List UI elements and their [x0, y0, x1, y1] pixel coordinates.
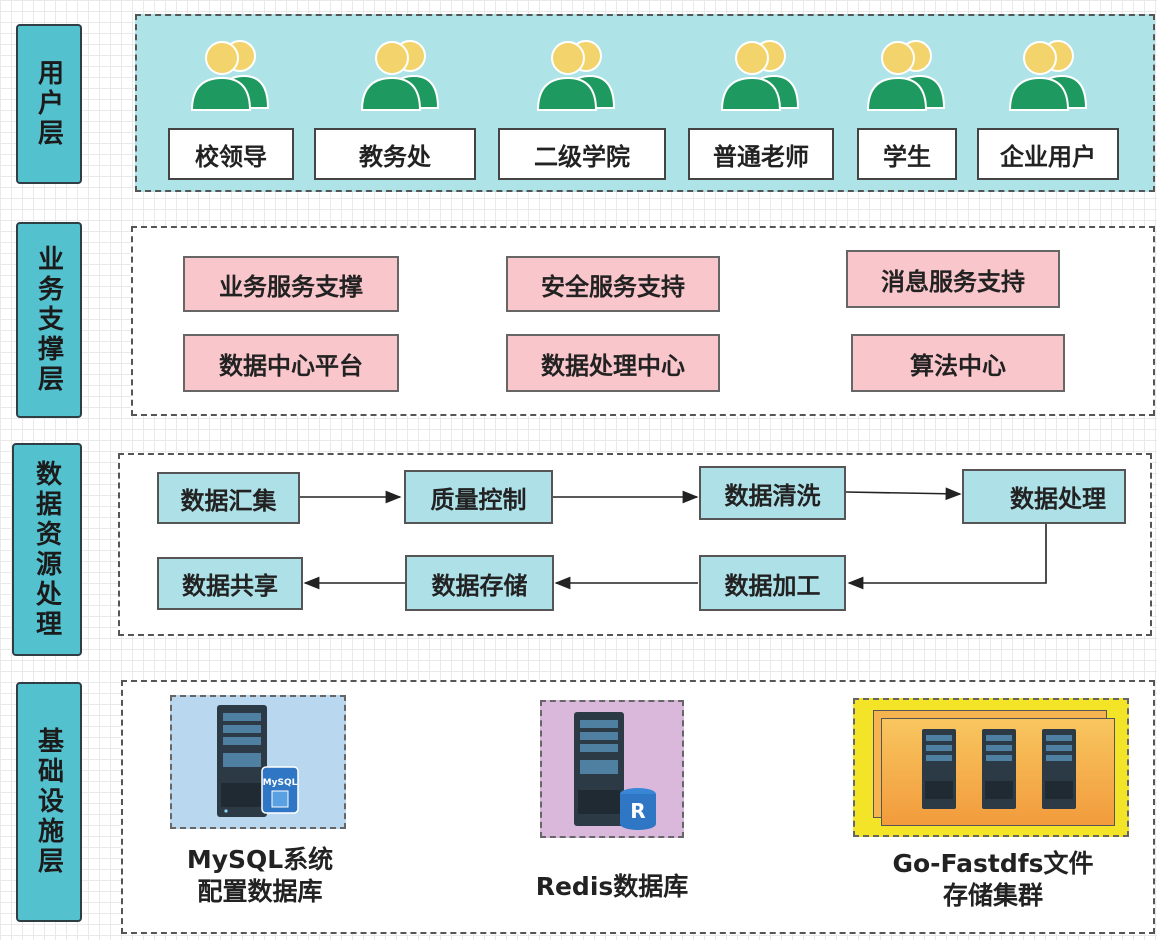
- process-data-collect: 数据汇集: [157, 472, 300, 524]
- server-mysql-icon: MySQL: [217, 705, 299, 817]
- layer-label-infra: 基础设施层: [16, 682, 82, 922]
- service-business-support: 业务服务支撑: [183, 256, 399, 312]
- process-data-process: 数据处理: [962, 469, 1126, 524]
- user-group-icon: [1006, 38, 1090, 116]
- cluster-front-card: [881, 718, 1115, 826]
- mysql-server-tile: MySQL: [170, 695, 346, 829]
- service-algorithm-center: 算法中心: [851, 334, 1065, 392]
- mysql-caption: MySQL系统 配置数据库: [150, 844, 370, 908]
- mysql-caption-line2: 配置数据库: [197, 877, 323, 906]
- fastdfs-caption-line1: Go-Fastdfs文件: [892, 849, 1094, 878]
- user-group-icon: [534, 38, 618, 116]
- service-data-center: 数据中心平台: [183, 334, 399, 392]
- user-group-icon: [188, 38, 272, 116]
- role-box-college: 二级学院: [498, 128, 666, 180]
- service-message-support: 消息服务支持: [846, 250, 1060, 308]
- role-box-enterprise-user: 企业用户: [977, 128, 1119, 180]
- process-data-machining: 数据加工: [699, 555, 846, 611]
- user-group-icon: [864, 38, 948, 116]
- service-data-processing-center: 数据处理中心: [506, 334, 720, 392]
- layer-label-business: 业务支撑层: [16, 222, 82, 418]
- redis-caption: Redis数据库: [502, 871, 722, 903]
- process-data-share: 数据共享: [157, 557, 303, 610]
- mysql-caption-line1: MySQL系统: [186, 845, 334, 874]
- process-quality-control: 质量控制: [404, 470, 553, 524]
- arrow-process-to-machining: [847, 524, 1047, 590]
- service-security-support: 安全服务支持: [506, 256, 720, 312]
- cluster-server-2: [982, 729, 1016, 809]
- fastdfs-caption: Go-Fastdfs文件 存储集群: [870, 848, 1116, 912]
- fastdfs-caption-line2: 存储集群: [942, 881, 1043, 910]
- role-box-school-leader: 校领导: [168, 128, 294, 180]
- server-redis-icon: R: [574, 712, 656, 830]
- redis-badge-text: R: [630, 799, 645, 823]
- user-group-icon: [718, 38, 802, 116]
- arrow-clean-to-process: [845, 487, 962, 501]
- redis-server-tile: R: [540, 700, 684, 838]
- role-box-academic-affairs: 教务处: [314, 128, 476, 180]
- user-group-icon: [358, 38, 442, 116]
- process-data-clean: 数据清洗: [699, 466, 846, 520]
- mysql-badge-text: MySQL: [263, 778, 298, 788]
- process-data-storage: 数据存储: [405, 555, 554, 611]
- layer-label-user: 用户层: [16, 24, 82, 184]
- redis-caption-line1: Redis数据库: [535, 872, 689, 901]
- layer-label-data: 数据资源处理: [12, 443, 82, 656]
- role-box-teacher: 普通老师: [688, 128, 834, 180]
- cluster-server-3: [1042, 729, 1076, 809]
- server-cluster-icon: [922, 729, 1076, 809]
- cluster-server-1: [922, 729, 956, 809]
- role-box-student: 学生: [857, 128, 957, 180]
- fastdfs-cluster-tile: [853, 698, 1129, 837]
